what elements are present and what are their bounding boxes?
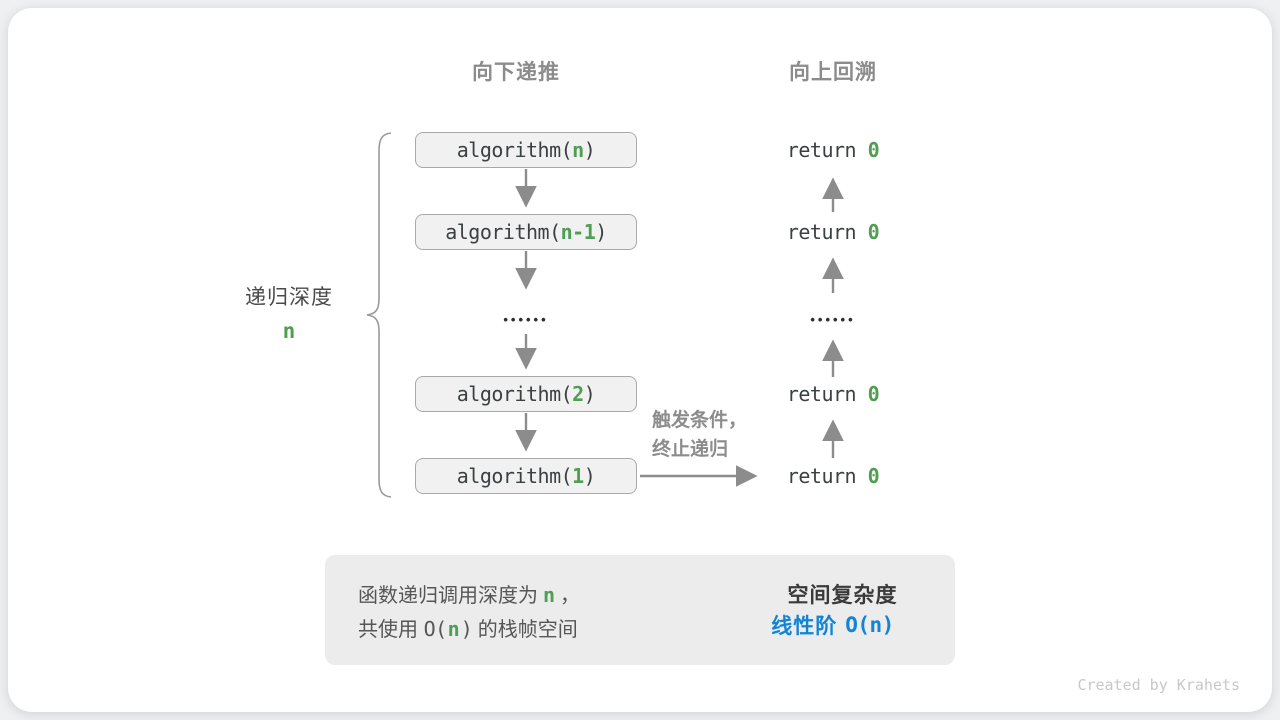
- frame-algorithm-n: algorithm(n): [415, 132, 637, 168]
- watermark-credit: Created by Krahets: [1077, 676, 1240, 694]
- space-complexity-title: 空间复杂度: [787, 584, 898, 607]
- header-backtrack-up: 向上回溯: [789, 61, 877, 84]
- frame-arg: n-1: [560, 220, 596, 244]
- summary-line2-text: 的栈帧空间: [472, 619, 578, 641]
- depth-brace: [366, 132, 392, 498]
- frame-algorithm-2: algorithm(2): [415, 376, 637, 412]
- return-value: 0: [867, 138, 880, 162]
- depth-variable: n: [282, 319, 296, 343]
- return-value: 0: [867, 382, 880, 406]
- base-case-note-line2: 终止递归: [652, 439, 729, 460]
- stack-ellipsis: ••••••: [503, 312, 549, 327]
- frame-text: algorithm(: [456, 464, 573, 488]
- summary-line1-text: ，: [560, 585, 581, 607]
- summary-line2-var: n: [447, 617, 460, 641]
- frame-text: ): [583, 464, 596, 488]
- frame-arg: n: [572, 138, 584, 162]
- summary-line2-code: O(: [423, 617, 448, 641]
- header-recurse-down: 向下递推: [472, 61, 560, 84]
- summary-line2-text: 共使用: [358, 619, 424, 641]
- frame-algorithm-n-1: algorithm(n-1): [415, 214, 637, 250]
- frame-text: algorithm(: [456, 382, 573, 406]
- return-keyword: return: [786, 220, 868, 244]
- frame-text: ): [583, 138, 596, 162]
- frame-text: ): [595, 220, 607, 244]
- return-keyword: return: [786, 138, 868, 162]
- base-case-note: 触发条件， 终止递归: [652, 406, 782, 464]
- frame-algorithm-1: algorithm(1): [415, 458, 637, 494]
- return-value: 0: [867, 464, 880, 488]
- frame-text: algorithm(: [456, 138, 573, 162]
- space-complexity-result: 线性阶 O(n): [725, 610, 940, 640]
- return-statement: return 0: [770, 464, 896, 488]
- summary-panel: [325, 555, 955, 665]
- summary-line1-text: 函数递归调用深度为: [358, 585, 538, 607]
- return-keyword: return: [786, 382, 868, 406]
- return-keyword: return: [786, 464, 868, 488]
- frame-text: ): [583, 382, 596, 406]
- return-statement: return 0: [770, 220, 896, 244]
- return-statement: return 0: [770, 138, 896, 162]
- frame-arg: 2: [572, 382, 584, 406]
- summary-line2-code: ): [460, 617, 473, 641]
- base-case-note-line1: 触发条件，: [652, 410, 748, 431]
- return-value: 0: [867, 220, 880, 244]
- summary-line2: 共使用 O(n) 的栈帧空间: [358, 613, 678, 647]
- summary-line1-var: n: [543, 583, 556, 607]
- frame-text: algorithm(: [445, 220, 561, 244]
- frame-arg: 1: [572, 464, 584, 488]
- depth-label: 递归深度: [245, 286, 333, 309]
- complexity-order-label: 线性阶: [771, 615, 838, 638]
- return-statement: return 0: [770, 382, 896, 406]
- complexity-notation: O(n): [845, 613, 894, 637]
- return-ellipsis: ••••••: [810, 312, 856, 327]
